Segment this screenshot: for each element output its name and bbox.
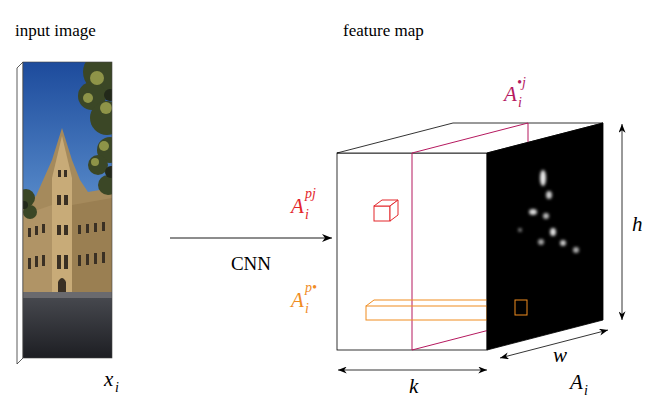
- input-photo: [23, 62, 112, 358]
- subscript: i: [305, 302, 309, 316]
- superscript: pj: [305, 187, 316, 201]
- math-symbol: A: [291, 290, 304, 311]
- activation-spots: [518, 170, 579, 253]
- image-node: input image xi: [12, 15, 170, 400]
- superscript: p•: [305, 281, 317, 295]
- feature-map-node: feature mapAi: [332, 15, 638, 405]
- subscript: i: [305, 208, 309, 222]
- subscript: i: [518, 96, 522, 110]
- column-heading: feature map: [343, 22, 424, 39]
- image-edge: [17, 62, 23, 364]
- subscript: i: [115, 381, 119, 395]
- fiber-bar: [366, 300, 487, 320]
- column-heading: input image: [15, 22, 96, 39]
- dimension-label: w: [553, 345, 567, 366]
- math-symbol: A: [504, 84, 517, 105]
- dimension-label: k: [409, 376, 418, 397]
- superscript: •j: [517, 76, 526, 90]
- arrow-connector: [170, 238, 332, 239]
- element-cube: [374, 200, 398, 221]
- height-arrow: [622, 124, 623, 320]
- depth-arrow: [338, 370, 487, 371]
- fiber-end: [515, 300, 527, 315]
- subscript: i: [584, 384, 588, 398]
- edge-label: CNN: [231, 254, 271, 273]
- math-symbol: A: [291, 196, 304, 217]
- photo-frame: [23, 62, 112, 358]
- dimension-label: h: [632, 214, 643, 235]
- math-symbol: A: [570, 372, 583, 393]
- activation-map: [487, 123, 603, 350]
- math-symbol: x: [104, 369, 113, 390]
